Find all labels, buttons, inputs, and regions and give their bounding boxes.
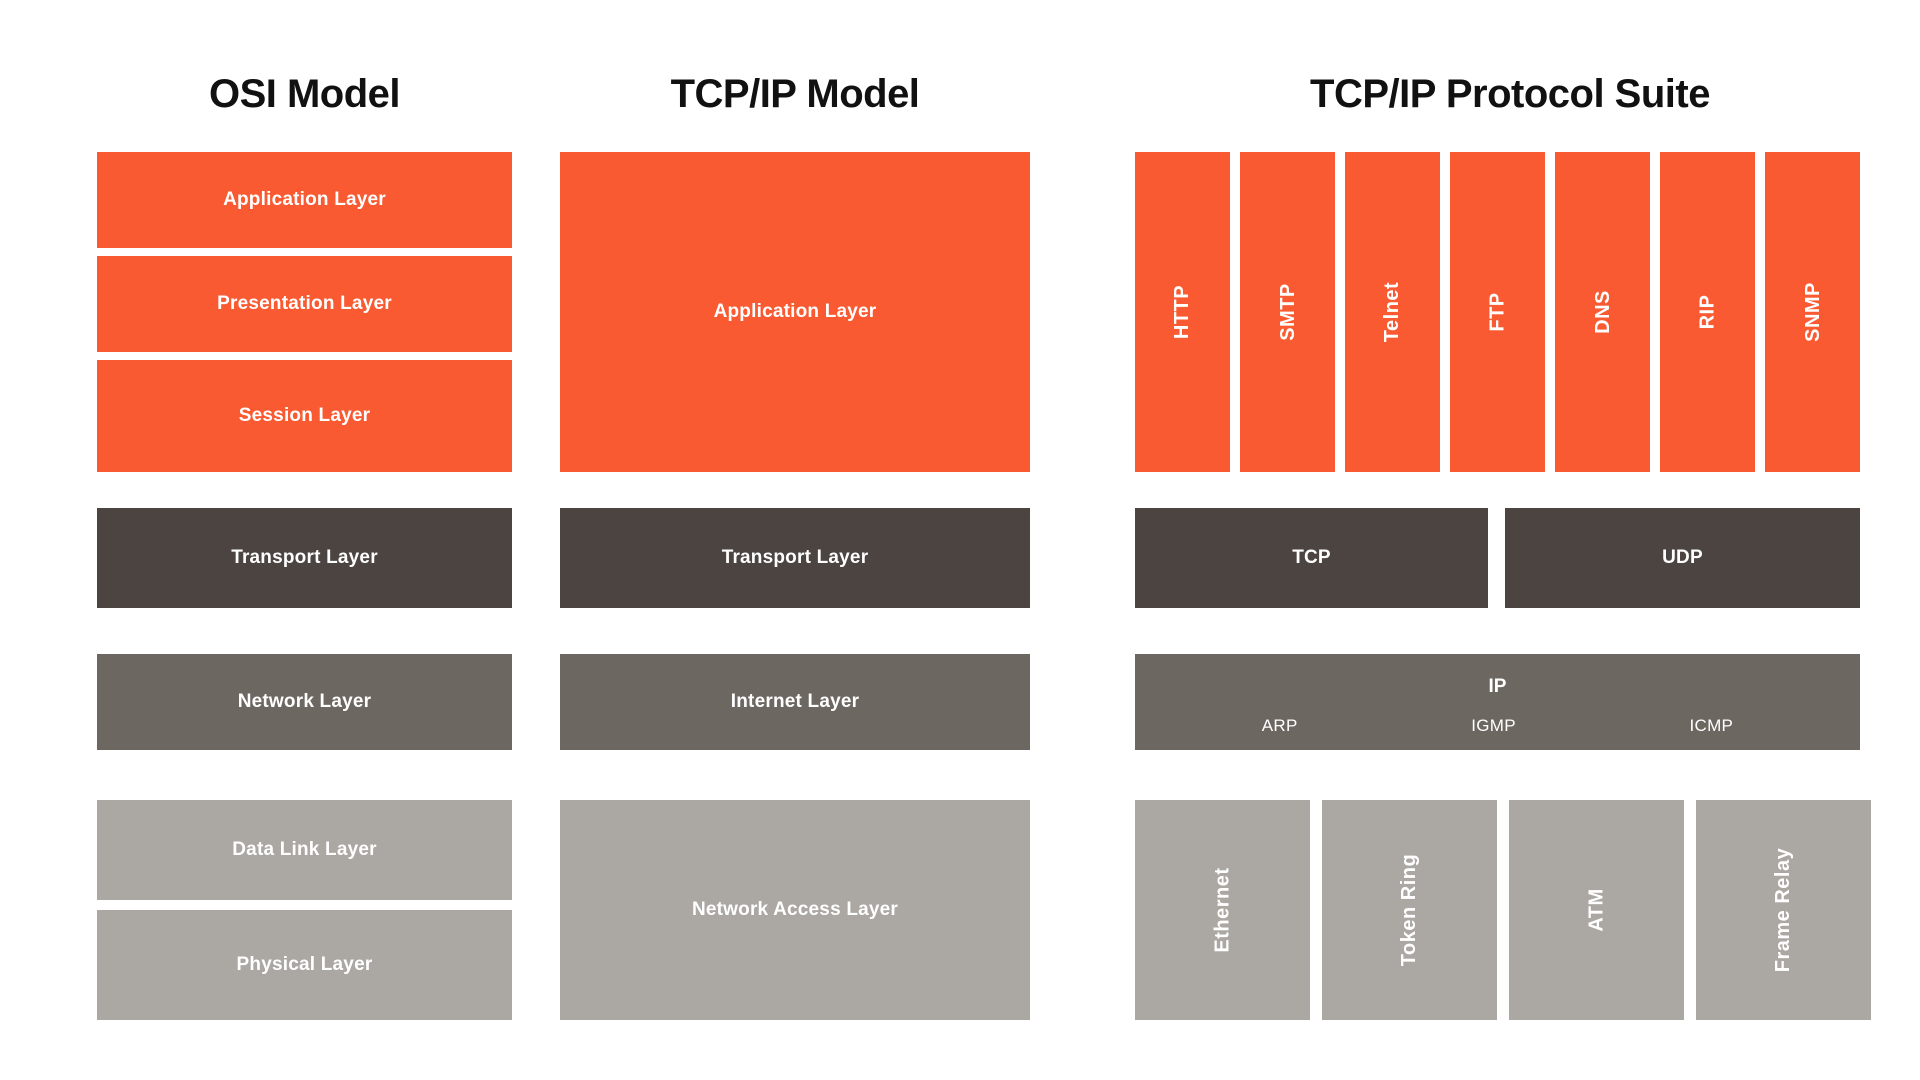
suite-protocol-ip[interactable]: IP ARP IGMP ICMP bbox=[1135, 654, 1860, 750]
suite-protocol-telnet[interactable]: Telnet bbox=[1345, 152, 1440, 472]
osi-layer-transport-label: Transport Layer bbox=[231, 546, 378, 568]
tcpip-layer-internet[interactable]: Internet Layer bbox=[560, 654, 1030, 750]
tcpip-layer-transport-label: Transport Layer bbox=[721, 546, 869, 568]
osi-layer-session-label: Session Layer bbox=[238, 404, 371, 426]
suite-protocol-rip-label: RIP bbox=[1696, 294, 1719, 330]
suite-protocol-snmp-label: SNMP bbox=[1801, 282, 1824, 342]
suite-protocol-dns-label: DNS bbox=[1591, 290, 1614, 334]
suite-protocol-ftp[interactable]: FTP bbox=[1450, 152, 1545, 472]
osi-layer-network[interactable]: Network Layer bbox=[97, 654, 512, 750]
tcpip-layer-network-access-label: Network Access Layer bbox=[691, 898, 899, 920]
suite-protocol-smtp[interactable]: SMTP bbox=[1240, 152, 1335, 472]
tcpip-layer-application[interactable]: Application Layer bbox=[560, 152, 1030, 472]
suite-protocol-icmp-label[interactable]: ICMP bbox=[1689, 716, 1734, 735]
osi-layer-datalink-label: Data Link Layer bbox=[232, 838, 377, 860]
page-title-suite: TCP/IP Protocol Suite bbox=[1310, 72, 1710, 116]
suite-protocol-tcp[interactable]: TCP bbox=[1135, 508, 1488, 608]
osi-layer-network-label: Network Layer bbox=[237, 690, 372, 712]
suite-protocol-ftp-label: FTP bbox=[1486, 292, 1509, 332]
tcpip-layer-transport[interactable]: Transport Layer bbox=[560, 508, 1030, 608]
osi-layer-datalink[interactable]: Data Link Layer bbox=[97, 800, 512, 900]
suite-protocol-telnet-label: Telnet bbox=[1381, 281, 1404, 343]
suite-protocol-dns[interactable]: DNS bbox=[1555, 152, 1650, 472]
tcpip-layer-network-access[interactable]: Network Access Layer bbox=[560, 800, 1030, 1020]
suite-protocol-frame-relay-label: Frame Relay bbox=[1772, 847, 1795, 973]
suite-protocol-frame-relay[interactable]: Frame Relay bbox=[1696, 800, 1871, 1020]
osi-layer-transport[interactable]: Transport Layer bbox=[97, 508, 512, 608]
suite-protocol-smtp-label: SMTP bbox=[1276, 283, 1299, 341]
suite-protocol-igmp-label[interactable]: IGMP bbox=[1471, 716, 1516, 735]
osi-layer-application-label: Application Layer bbox=[223, 188, 386, 210]
page-title-tcpip: TCP/IP Model bbox=[670, 72, 920, 116]
suite-protocol-tcp-label: TCP bbox=[1292, 546, 1331, 568]
osi-layer-physical[interactable]: Physical Layer bbox=[97, 910, 512, 1020]
suite-protocol-ip-label: IP bbox=[1488, 676, 1507, 697]
osi-layer-session[interactable]: Session Layer bbox=[97, 360, 512, 472]
suite-protocol-ethernet-label: Ethernet bbox=[1211, 867, 1234, 953]
suite-protocol-atm[interactable]: ATM bbox=[1509, 800, 1684, 1020]
suite-protocol-token-ring[interactable]: Token Ring bbox=[1322, 800, 1497, 1020]
suite-protocol-snmp[interactable]: SNMP bbox=[1765, 152, 1860, 472]
suite-protocol-atm-label: ATM bbox=[1585, 888, 1608, 932]
suite-protocol-http-label: HTTP bbox=[1171, 284, 1194, 340]
suite-protocol-token-ring-label: Token Ring bbox=[1398, 853, 1421, 967]
suite-protocol-udp-label: UDP bbox=[1662, 546, 1703, 568]
suite-protocol-udp[interactable]: UDP bbox=[1505, 508, 1860, 608]
suite-protocol-http[interactable]: HTTP bbox=[1135, 152, 1230, 472]
tcpip-layer-internet-label: Internet Layer bbox=[730, 690, 860, 712]
suite-protocol-arp-label[interactable]: ARP bbox=[1261, 716, 1298, 735]
osi-layer-application[interactable]: Application Layer bbox=[97, 152, 512, 248]
osi-layer-presentation-label: Presentation Layer bbox=[217, 292, 392, 314]
page-title-osi: OSI Model bbox=[208, 72, 401, 116]
suite-protocol-rip[interactable]: RIP bbox=[1660, 152, 1755, 472]
osi-layer-physical-label: Physical Layer bbox=[236, 953, 373, 975]
osi-layer-presentation[interactable]: Presentation Layer bbox=[97, 256, 512, 352]
tcpip-layer-application-label: Application Layer bbox=[713, 300, 877, 322]
suite-protocol-ethernet[interactable]: Ethernet bbox=[1135, 800, 1310, 1020]
suite-ip-sub-protocols: ARP IGMP ICMP bbox=[1135, 716, 1860, 736]
